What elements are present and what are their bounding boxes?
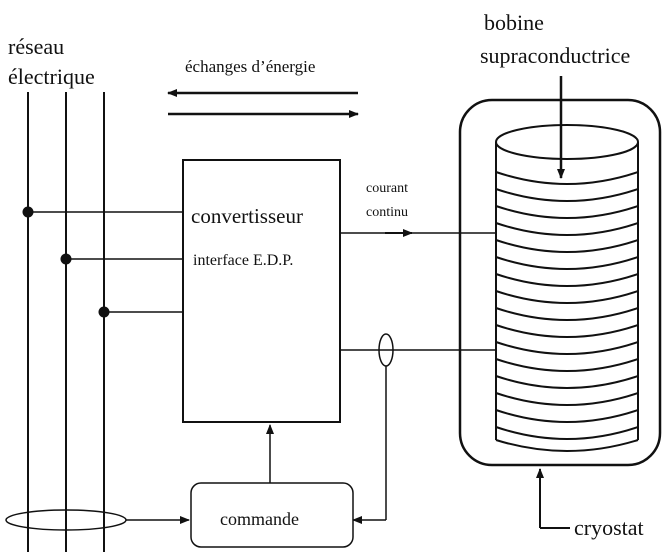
dc-current-label-line2: continu bbox=[366, 205, 408, 220]
junction-dot-3 bbox=[98, 306, 110, 318]
network-label-line2: électrique bbox=[8, 64, 95, 89]
junction-dot-1 bbox=[22, 206, 34, 218]
control-block bbox=[190, 482, 354, 548]
converter-subtitle: interface E.D.P. bbox=[193, 252, 293, 269]
converter-title: convertisseur bbox=[191, 204, 303, 228]
superconducting-coil bbox=[495, 124, 639, 452]
converter-block bbox=[182, 159, 341, 423]
junction-dot-2 bbox=[60, 253, 72, 265]
network-label-line1: réseau bbox=[8, 34, 64, 59]
dc-current-label-line1: courant bbox=[366, 181, 408, 196]
control-label: commande bbox=[220, 509, 299, 529]
coil-label-line1: bobine bbox=[484, 10, 544, 35]
energy-exchange-label: échanges d’énergie bbox=[185, 57, 315, 76]
coil-label-line2: supraconductrice bbox=[480, 43, 630, 68]
cryostat-label: cryostat bbox=[574, 515, 644, 540]
